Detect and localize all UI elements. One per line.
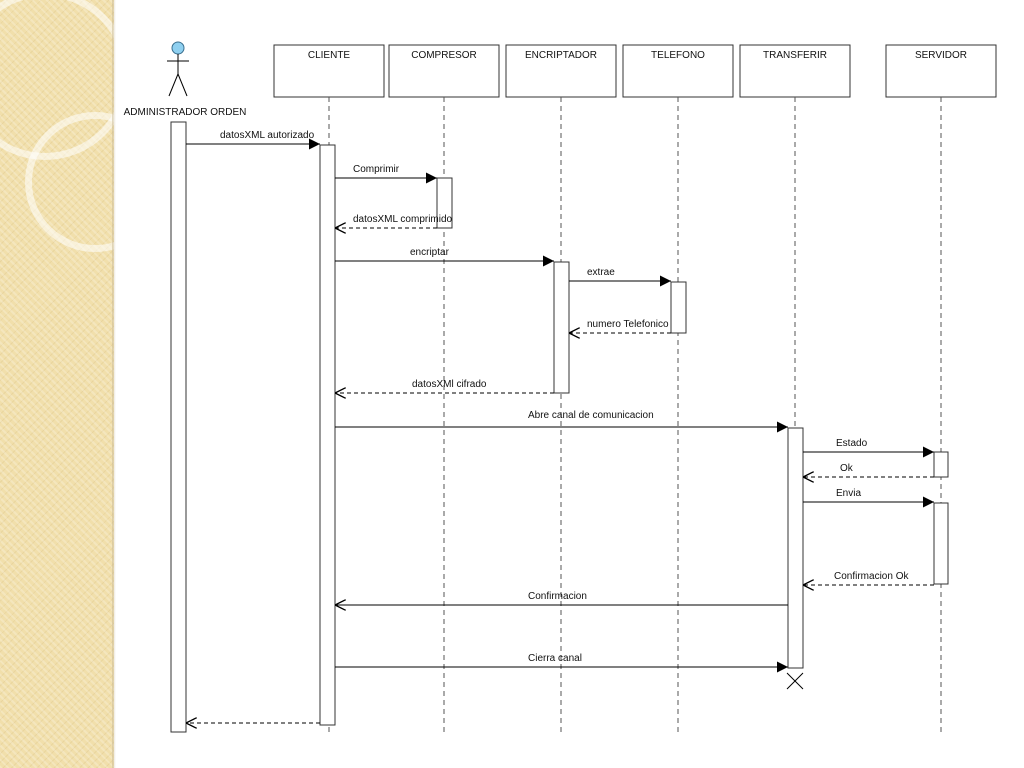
message-label: extrae — [587, 267, 615, 278]
participant-label: TRANSFERIR — [763, 50, 827, 61]
message-label: Envia — [836, 488, 861, 499]
message-label: Comprimir — [353, 164, 400, 175]
activation-transferir — [787, 427, 804, 669]
message-label: encriptar — [410, 247, 450, 258]
message-comprimir: Comprimir — [335, 164, 437, 184]
message-label: Abre canal de comunicacion — [528, 410, 654, 421]
activation-compresor — [436, 177, 453, 229]
message-estado: Estado — [803, 438, 934, 458]
activation-encriptador — [553, 261, 570, 394]
activation-servidor-1 — [933, 451, 949, 478]
actor-administrador: ADMINISTRADOR ORDEN — [124, 41, 247, 118]
participant-box — [388, 44, 500, 98]
destroy-mark-line-2 — [786, 672, 804, 690]
sidebar-edge — [112, 0, 116, 768]
message-label: Confirmacion Ok — [834, 571, 909, 582]
message-datosxml-cifrado: datosXMl cifrado — [335, 379, 554, 393]
activation-admin — [170, 121, 187, 733]
message-confirmacion: Confirmacion — [335, 591, 788, 605]
participant-box — [885, 44, 997, 98]
actor-leg-right — [177, 73, 188, 97]
message-label: numero Telefonico — [587, 319, 669, 330]
message-label: Confirmacion — [528, 591, 587, 602]
message-confirmacion-ok: Confirmacion Ok — [803, 571, 934, 585]
message-label: Cierra canal — [528, 653, 582, 664]
participant-label: TELEFONO — [651, 50, 705, 61]
message-label: Estado — [836, 438, 868, 449]
message-label: datosXML autorizado — [220, 130, 315, 141]
message-numero-telefonico: numero Telefonico — [569, 319, 671, 333]
message-encriptar: encriptar — [335, 247, 554, 267]
actor-leg-left — [168, 73, 179, 97]
participant-box — [739, 44, 851, 98]
message-label: datosXMl cifrado — [412, 379, 487, 390]
participant-telefono: TELEFONO — [622, 44, 734, 98]
participant-label: ENCRIPTADOR — [525, 50, 597, 61]
participant-label: CLIENTE — [308, 50, 351, 61]
activation-cliente — [319, 144, 336, 726]
message-extrae: extrae — [569, 267, 671, 287]
actor-head — [171, 41, 185, 55]
actor-label: ADMINISTRADOR ORDEN — [124, 107, 247, 118]
message-datosxml-autorizado: datosXML autorizado — [186, 130, 320, 150]
activation-servidor-2 — [933, 502, 949, 585]
message-envia: Envia — [803, 488, 934, 508]
participant-encriptador: ENCRIPTADOR — [505, 44, 617, 98]
participant-label: COMPRESOR — [411, 50, 477, 61]
message-cierra-canal: Cierra canal — [335, 653, 788, 673]
activation-bars — [170, 121, 949, 733]
participant-box — [622, 44, 734, 98]
participant-box — [505, 44, 617, 98]
participant-transferir: TRANSFERIR — [739, 44, 851, 98]
message-datosxml-comprimido: datosXML comprimido — [335, 214, 453, 228]
message-label: Ok — [840, 463, 854, 474]
message-abre-canal: Abre canal de comunicacion — [335, 410, 788, 433]
decorative-sidebar — [0, 0, 114, 768]
participant-compresor: COMPRESOR — [388, 44, 500, 98]
participant-label: SERVIDOR — [915, 50, 967, 61]
message-ok: Ok — [803, 463, 934, 477]
participant-cliente: CLIENTE — [273, 44, 385, 98]
activation-telefono — [670, 281, 687, 334]
message-label: datosXML comprimido — [353, 214, 453, 225]
destroy-mark-transferir — [786, 672, 804, 690]
participant-servidor: SERVIDOR — [885, 44, 997, 98]
